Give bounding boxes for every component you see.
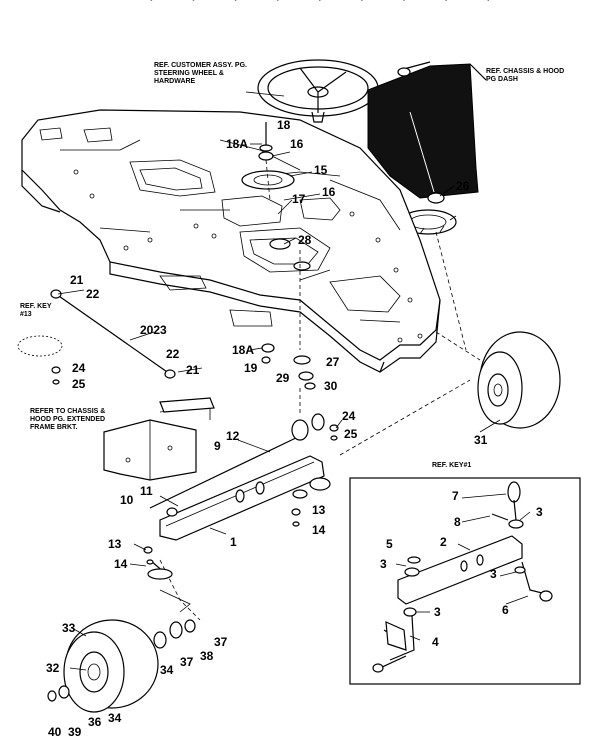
- part-label-6: 6: [502, 603, 509, 617]
- part-label-33: 33: [62, 621, 76, 635]
- part-label-21-b: 21: [186, 363, 200, 377]
- part-label-7: 7: [452, 489, 459, 503]
- part-label-4: 4: [432, 635, 439, 649]
- part-label-13: 13: [108, 537, 122, 551]
- part-label-19: 19: [244, 361, 258, 375]
- chassis-frame: [21, 109, 441, 373]
- part-label-10: 10: [120, 493, 134, 507]
- ref-inset: REF. KEY#1: [432, 462, 472, 469]
- part-label-5: 5: [386, 537, 393, 551]
- part-label-11: 11: [140, 484, 153, 498]
- part-label-2: 2: [440, 535, 447, 549]
- part-label-15: 15: [314, 163, 328, 177]
- part-label-16: 16: [290, 137, 304, 151]
- part-label-32: 32: [46, 661, 60, 675]
- inset-box: [349, 477, 581, 685]
- bolts: [258, 122, 316, 390]
- part-label-8: 8: [454, 515, 461, 529]
- part-label-24: 24: [72, 361, 86, 375]
- part-label-40: 40: [48, 725, 62, 739]
- part-label-14: 14: [114, 557, 128, 571]
- part-label-24-b: 24: [342, 409, 356, 423]
- part-label-14-b: 14: [312, 523, 326, 537]
- part-label-3: 3: [536, 505, 543, 519]
- part-label-21: 21: [70, 273, 84, 287]
- part-label-22: 22: [86, 287, 100, 301]
- dash-panel: [367, 61, 487, 199]
- tire-right: [477, 331, 561, 429]
- part-label-38: 38: [200, 649, 214, 663]
- part-label-31: 31: [474, 433, 488, 447]
- drag-link: [17, 289, 176, 385]
- part-label-34-b: 34: [108, 711, 122, 725]
- part-label-36: 36: [88, 715, 102, 729]
- part-label-30: 30: [324, 379, 338, 393]
- part-label-1: 1: [230, 535, 237, 549]
- part-label-37: 37: [214, 635, 228, 649]
- top-text: · · · · · · · · ·: [150, 0, 509, 6]
- part-label-22-b: 22: [166, 347, 180, 361]
- part-label-2023: 2023: [140, 323, 167, 337]
- part-label-39: 39: [68, 725, 82, 739]
- part-label-16-b: 16: [322, 185, 336, 199]
- part-label-29: 29: [276, 371, 290, 385]
- frame-bracket: [103, 397, 215, 481]
- leader-lines: [57, 91, 531, 671]
- ref-dash: Ref. CHASSIS & HOOD PG DASH: [486, 68, 565, 83]
- part-label-34: 34: [160, 663, 174, 677]
- part-label-12: 12: [226, 429, 240, 443]
- steering-wheel: [257, 59, 379, 123]
- part-label-18a: 18A: [226, 137, 249, 151]
- front-axle: [143, 413, 339, 613]
- part-label-25: 25: [72, 377, 86, 391]
- ref-frame-bracket: REFER TO CHASSIS & HOOD PG. EXTENDED FRA…: [30, 408, 106, 431]
- ref-steering-wheel: REF. CUSTOMER ASSY. PG. STEERING WHEEL &…: [154, 62, 247, 85]
- part-label-3-c: 3: [490, 567, 497, 581]
- part-label-17: 17: [292, 192, 306, 206]
- part-label-25-b: 25: [344, 427, 358, 441]
- part-label-9: 9: [214, 439, 221, 453]
- part-label-3-b: 3: [380, 557, 387, 571]
- part-label-18a-b: 18A: [232, 343, 255, 357]
- part-label-13-b: 13: [312, 503, 326, 517]
- tire-left: [47, 619, 196, 713]
- part-label-3-d: 3: [434, 605, 441, 619]
- part-label-18: 18: [277, 118, 291, 132]
- part-label-26: 26: [456, 179, 470, 193]
- ref-key-13: Ref. KEY #13: [20, 303, 52, 318]
- part-label-37-b: 37: [180, 655, 194, 669]
- part-label-28: 28: [298, 233, 312, 247]
- part-label-27: 27: [326, 355, 340, 369]
